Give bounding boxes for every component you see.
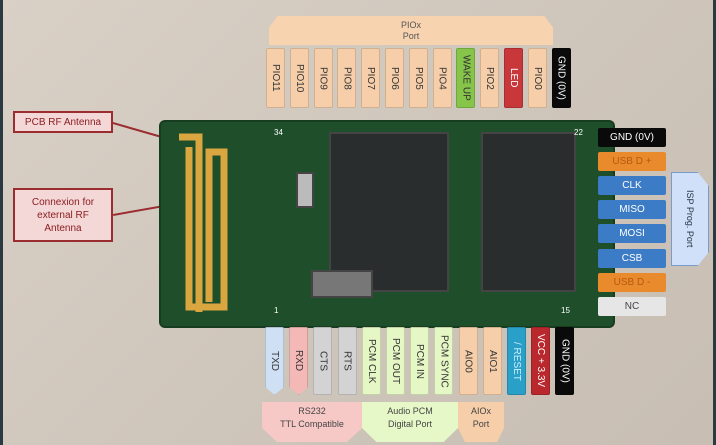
pin-label: PIO9	[317, 66, 329, 90]
top-pin: LED	[504, 48, 523, 108]
pin-label: PCM OUT	[390, 337, 401, 385]
pcb-antenna-trace	[179, 133, 228, 312]
group-text: Audio PCM	[387, 406, 433, 416]
pin-label: AIO1	[486, 349, 498, 373]
bottom-pin: PCM CLK	[361, 327, 381, 395]
right-pin: MISO	[598, 200, 666, 220]
bottom-pin: VCC + 3.3V	[531, 327, 551, 395]
isp-port-bracket: ISP Prog. Port	[671, 172, 709, 266]
pin-number-15: 15	[561, 306, 570, 315]
pin-label: PIO2	[484, 66, 496, 90]
header-title: PIOx	[400, 20, 421, 30]
top-pin: GND (0V)	[551, 48, 571, 108]
bottom-pin: / RESET	[507, 327, 526, 395]
callout-text: Connexion for external RF Antenna	[31, 196, 95, 234]
pin-label: PIO8	[341, 66, 353, 90]
bottom-pin: PCM SYNC	[434, 327, 454, 395]
group-text: Port	[472, 419, 490, 429]
pin-label: TXD	[269, 351, 280, 371]
pin-label: RTS	[341, 351, 353, 371]
pin-label: GND (0V)	[610, 132, 654, 143]
group-text: RS232	[298, 406, 326, 416]
bluetooth-chip	[329, 132, 449, 292]
group-text: AIOx	[470, 406, 491, 416]
right-pin: NC	[598, 296, 666, 316]
pin-label: PIO0	[531, 66, 543, 90]
pin-label: WAKE UP	[460, 55, 472, 101]
pin-number-22: 22	[574, 128, 583, 137]
pin-label: CSB	[621, 252, 643, 264]
right-pin: USB D +	[598, 152, 666, 172]
pin-label: MOSI	[619, 228, 645, 240]
callout-pcb-rf-antenna: PCB RF Antenna	[13, 111, 113, 133]
right-pin: GND (0V)	[598, 128, 666, 147]
pin-label: PCM IN	[414, 343, 426, 379]
right-pin: USB D -	[598, 272, 666, 292]
pin-label: USB D +	[612, 156, 652, 168]
diagram-stage: PIOx Port PIO11 PIO10 PIO9 PIO8 PIO7 PIO6 PIO5…	[3, 0, 713, 445]
group-text: TTL Compatible	[280, 419, 344, 429]
top-pin: PIO4	[432, 48, 452, 108]
pin-label: PCM SYNC	[438, 334, 450, 388]
top-pin: WAKE UP	[456, 48, 476, 108]
callout-external-antenna: Connexion for external RF Antenna	[13, 188, 113, 242]
top-pin: PIO8	[337, 48, 357, 108]
pin-label: VCC + 3.3V	[535, 334, 547, 388]
pin-number-1: 1	[274, 306, 279, 315]
bottom-pin: PCM OUT	[386, 327, 405, 395]
right-pin: CLK	[598, 176, 666, 196]
top-pin: PIO9	[313, 48, 333, 108]
right-pin: CSB	[598, 248, 666, 268]
pin-label: NC	[624, 300, 640, 312]
isp-label: ISP Prog. Port	[685, 190, 695, 248]
bottom-pin: RXD	[289, 327, 309, 395]
top-pin: PIO10	[289, 48, 309, 108]
bottom-pin: AIO0	[458, 327, 478, 395]
top-pin: PIO0	[527, 48, 547, 108]
pin-label: PIO10	[293, 63, 305, 93]
top-pin: PIO5	[408, 48, 428, 108]
top-pin: PIO6	[385, 48, 404, 108]
pin-label: CLK	[622, 180, 642, 192]
pin-label: RXD	[293, 350, 305, 372]
header-subtitle: Port	[402, 31, 420, 41]
pin-label: AIO0	[462, 349, 474, 373]
top-pin: PIO2	[480, 48, 500, 108]
pin-label: GND (0V)	[555, 56, 567, 100]
bottom-pin: TXD	[265, 327, 284, 395]
group-text: Digital Port	[387, 419, 432, 429]
bluetooth-module-board: 34 22 1 15	[161, 122, 613, 326]
pin-label: MISO	[619, 204, 645, 216]
pin-label: PIO6	[389, 66, 400, 90]
pin-label: LED	[508, 68, 519, 88]
bottom-pin: GND (0V)	[555, 327, 575, 395]
pin-label: PIO7	[365, 66, 377, 90]
pin-label: CTS	[317, 351, 329, 371]
pin-label: GND (0V)	[559, 339, 571, 383]
crystal	[311, 270, 373, 298]
top-pin: PIO7	[361, 48, 381, 108]
port-group-label: Audio PCM Digital Port	[362, 402, 458, 442]
pin-label: PIO4	[436, 66, 448, 90]
pin-label: / RESET	[511, 341, 522, 381]
rf-connector	[296, 172, 314, 208]
pin-label: PIO5	[412, 66, 424, 90]
right-pin: MOSI	[598, 224, 666, 244]
pin-label: USB D -	[613, 276, 651, 288]
pin-label: PCM CLK	[365, 338, 377, 384]
top-pin: PIO11	[266, 48, 285, 108]
bottom-pin: RTS	[337, 327, 357, 395]
pin-number-34: 34	[274, 128, 283, 137]
pioX-port-header: PIOx Port	[269, 16, 553, 45]
pin-label: PIO11	[270, 64, 281, 92]
bottom-pin: AIO1	[482, 327, 502, 395]
bottom-pin: CTS	[313, 327, 333, 395]
callout-text: PCB RF Antenna	[24, 116, 102, 128]
bottom-pin: PCM IN	[410, 327, 430, 395]
flash-chip	[481, 132, 576, 292]
